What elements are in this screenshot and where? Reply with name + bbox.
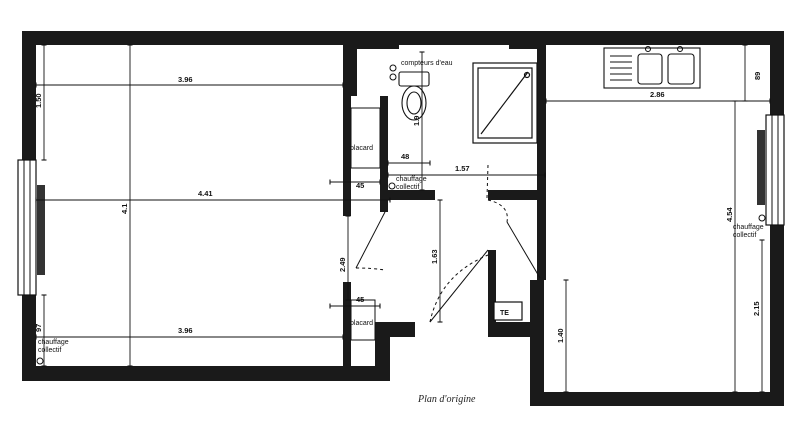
dim-kitchen-top-offset: 89 <box>753 72 762 80</box>
dimension-lines <box>35 44 771 393</box>
label-closet-top: placard <box>350 145 373 152</box>
plan-caption: Plan d'origine <box>417 394 476 405</box>
dim-bedroom-bottom-offset: 97 <box>34 324 43 332</box>
electric-panel: TE <box>493 301 523 321</box>
dim-hall-depth: 1.63 <box>430 249 439 264</box>
label-heating-hall-2: collectif <box>396 184 419 191</box>
kitchen-sink <box>603 45 701 89</box>
dim-bedroom-width-mid: 4.41 <box>198 189 213 198</box>
dim-bath-depth: 1.9 <box>412 116 421 126</box>
dim-bedroom-door-offset: 2.49 <box>338 257 347 272</box>
dim-living-height: 4.54 <box>725 207 734 222</box>
window-right <box>757 114 785 226</box>
dim-hall-width: 1.57 <box>455 164 470 173</box>
dim-bedroom-height: 4.1 <box>120 204 129 214</box>
te-label: TE <box>500 310 509 317</box>
walls <box>22 31 784 406</box>
closet-top <box>350 107 381 169</box>
dim-kitchen-width: 2.86 <box>650 90 665 99</box>
label-heating-hall-1: chauffage <box>396 176 427 183</box>
label-heating-liv-2: collectif <box>733 232 756 239</box>
dim-bedroom-width-bottom: 3.96 <box>178 326 193 335</box>
label-heating-bed-2: collectif <box>38 347 61 354</box>
water-meters <box>389 64 397 81</box>
label-water-meters: compteurs d'eau <box>401 60 453 67</box>
dim-entry-depth: 1.40 <box>556 328 565 343</box>
shower-tray <box>472 62 538 144</box>
dim-bedroom-width-top: 3.96 <box>178 75 193 84</box>
dim-closet-bottom: 45 <box>356 295 364 304</box>
window-left <box>17 159 45 296</box>
dim-closet-top: 45 <box>356 181 364 190</box>
dim-bath-width: 48 <box>401 152 409 161</box>
label-heating-bed-1: chauffage <box>38 339 69 346</box>
label-heating-liv-1: chauffage <box>733 224 764 231</box>
toilet <box>398 71 430 121</box>
label-closet-bottom: placard <box>350 320 373 327</box>
dim-living-lower: 2.15 <box>752 301 761 316</box>
closet-bottom <box>350 299 376 341</box>
dim-bedroom-top-offset: 1.50 <box>34 93 43 108</box>
